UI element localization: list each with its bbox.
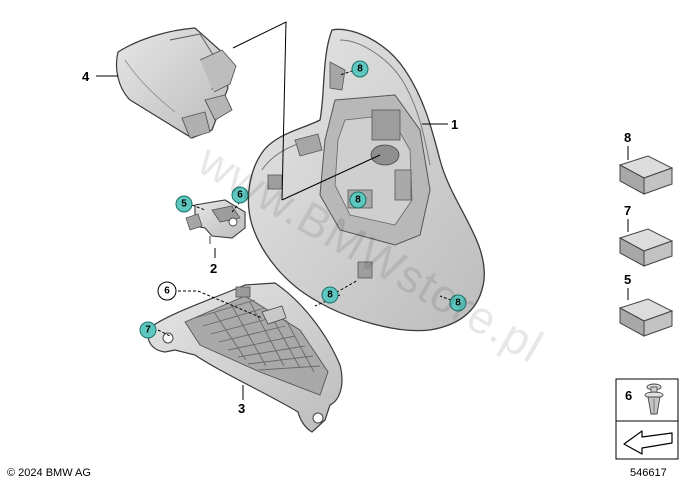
badge-6[interactable]: 6 [231,186,249,204]
badge-8-right-text: 8 [455,298,461,309]
diagram-id: 546617 [630,467,667,479]
badge-8-center-text: 8 [355,195,361,206]
part-4-trim-cover[interactable] [115,27,237,139]
expanding-rivet-icon [644,383,664,415]
legend-item-7[interactable]: 7 [618,203,674,267]
felt-pad-icon [618,228,674,267]
badge-7[interactable]: 7 [139,321,157,339]
label-part-3[interactable]: 3 [238,401,245,416]
badge-8-right[interactable]: 8 [449,294,467,312]
legend-clip-box[interactable]: 6 [615,378,679,460]
badge-5[interactable]: 5 [175,195,193,213]
felt-pad-icon [618,298,674,337]
legend-item-8[interactable]: 8 [618,130,674,195]
copyright-notice: © 2024 BMW AG [7,467,91,479]
badge-8-top-text: 8 [357,64,363,75]
part-3-grille-panel[interactable] [147,282,343,433]
tool-arrow-icon [623,430,673,455]
badge-8-top[interactable]: 8 [351,60,369,78]
badge-5-text: 5 [181,199,187,210]
label-part-4[interactable]: 4 [82,69,90,84]
legend-item-6-label: 6 [625,388,632,403]
felt-pad-icon [618,155,674,195]
badge-7-text: 7 [145,325,151,336]
badge-8-center[interactable]: 8 [349,191,367,209]
legend-item-8-label: 8 [624,130,631,145]
badge-8-lower[interactable]: 8 [321,286,339,304]
label-part-6-circle[interactable]: 6 [157,281,177,301]
leader-lines [96,21,457,400]
legend-item-5[interactable]: 5 [618,272,674,337]
label-part-6: 6 [164,286,170,297]
badge-6-text: 6 [237,190,243,201]
part-1-seat-shell[interactable] [247,28,485,332]
badge-8-lower-text: 8 [327,290,333,301]
legend-item-7-label: 7 [624,203,631,218]
label-part-2[interactable]: 2 [210,261,217,276]
legend-item-5-label: 5 [624,272,631,287]
label-part-1[interactable]: 1 [451,117,458,132]
